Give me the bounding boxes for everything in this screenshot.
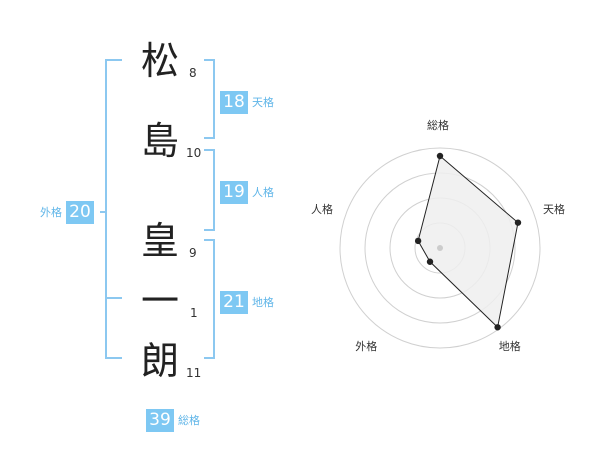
radar-point-2 bbox=[514, 219, 522, 226]
strokes-1: 8 bbox=[189, 66, 197, 80]
char-1: 松 bbox=[140, 39, 179, 83]
tenkaku-label: 天格 bbox=[252, 96, 274, 109]
radar-axis-label-5: 人格 bbox=[310, 203, 333, 217]
chikaku-label: 地格 bbox=[252, 296, 274, 309]
char-2: 島 bbox=[140, 119, 179, 163]
gaikaku-badge: 外格 20 bbox=[40, 201, 94, 224]
char-4: 一 bbox=[140, 279, 179, 323]
strokes-2: 10 bbox=[186, 146, 202, 160]
radar-series-polygon bbox=[417, 155, 519, 329]
soukaku-badge: 39 総格 bbox=[146, 409, 200, 432]
jinkaku-label: 人格 bbox=[252, 186, 274, 199]
tenkaku-value: 18 bbox=[220, 91, 248, 114]
gaikaku-label: 外格 bbox=[40, 206, 62, 219]
jinkaku-badge: 19 人格 bbox=[220, 181, 274, 204]
chikaku-badge: 21 地格 bbox=[220, 291, 274, 314]
jinkaku-value: 19 bbox=[220, 181, 248, 204]
char-5: 朗 bbox=[140, 339, 179, 383]
tenkaku-bracket bbox=[204, 59, 215, 139]
radar-point-5 bbox=[414, 237, 422, 245]
strokes-3: 9 bbox=[189, 246, 197, 260]
radar-point-3 bbox=[494, 324, 501, 331]
jinkaku-bracket bbox=[204, 149, 215, 231]
soukaku-label: 総格 bbox=[178, 414, 200, 427]
strokes-5: 11 bbox=[186, 366, 202, 380]
strokes-4: 1 bbox=[190, 306, 198, 320]
radar-point-4 bbox=[426, 258, 434, 265]
radar-axis-label-1: 総格 bbox=[427, 119, 449, 132]
char-3: 皇 bbox=[140, 219, 179, 263]
chikaku-bracket bbox=[204, 239, 215, 359]
gaikaku-value: 20 bbox=[66, 201, 94, 224]
gaikaku-bracket bbox=[105, 59, 122, 359]
chikaku-value: 21 bbox=[220, 291, 248, 314]
tenkaku-badge: 18 天格 bbox=[220, 91, 274, 114]
soukaku-value: 39 bbox=[146, 409, 174, 432]
radar-point-1 bbox=[436, 152, 444, 160]
radar-ring bbox=[339, 147, 541, 349]
radar-axis-label-2: 天格 bbox=[543, 203, 566, 217]
radar-axis-label-3: 地格 bbox=[498, 339, 521, 353]
radar-axis-label-4: 外格 bbox=[355, 339, 378, 353]
radar-center-dot bbox=[437, 245, 443, 251]
